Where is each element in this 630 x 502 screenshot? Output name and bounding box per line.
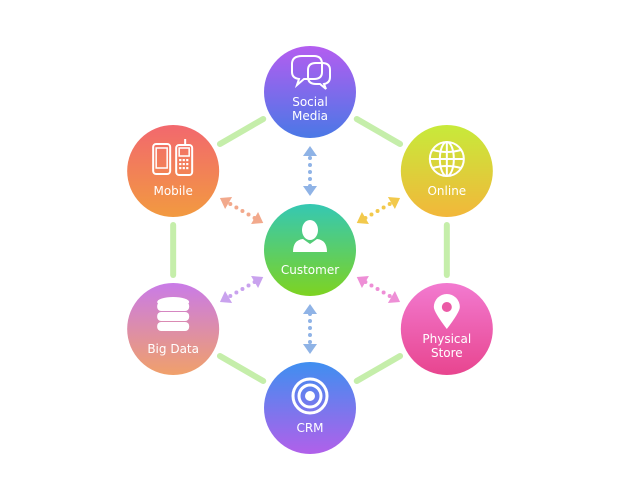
arrow-head — [356, 275, 369, 289]
arrow-head — [356, 211, 369, 225]
node-label: Big Data — [147, 342, 199, 356]
node-label: Customer — [281, 263, 339, 277]
ring-segment — [353, 353, 404, 384]
node-label: Online — [427, 184, 466, 198]
node-big-data: Big Data — [127, 283, 220, 375]
arrow-layer — [219, 146, 401, 354]
ring-segment — [353, 116, 404, 147]
connection-arrow-physical-store — [356, 275, 401, 304]
node-label: Physical — [422, 332, 471, 346]
node-mobile: Mobile — [127, 125, 220, 217]
node-label: Media — [292, 109, 328, 123]
ring-segment — [216, 353, 267, 384]
node-label: Social — [292, 95, 328, 109]
arrow-head — [387, 290, 401, 304]
arrow-head — [251, 211, 264, 225]
ring-segment — [216, 116, 267, 147]
node-label: Mobile — [153, 184, 192, 198]
ring-layer — [170, 116, 450, 384]
arrow-head — [303, 186, 317, 196]
connection-arrow-social-media — [303, 146, 317, 196]
node-online: Online — [400, 125, 493, 217]
globe-icon — [428, 141, 465, 177]
node-label: Store — [431, 346, 463, 360]
person-icon — [293, 220, 327, 252]
location-pin-icon — [433, 294, 460, 329]
node-customer: Customer — [264, 204, 356, 296]
target-icon — [291, 377, 329, 415]
arrow-head — [251, 275, 264, 289]
connection-arrow-mobile — [219, 196, 264, 225]
database-icon — [157, 297, 190, 331]
connection-arrow-crm — [303, 304, 317, 354]
arrow-head — [303, 146, 317, 156]
arrow-head — [303, 344, 317, 354]
connection-arrow-online — [356, 196, 401, 225]
connection-arrow-big-data — [219, 275, 264, 304]
speech-bubbles-icon — [291, 55, 331, 90]
arrow-head — [387, 196, 401, 210]
node-circle — [264, 46, 356, 138]
arrow-head — [303, 304, 317, 314]
phones-icon — [152, 139, 194, 176]
arrow-head — [219, 196, 233, 210]
node-crm: CRM — [264, 362, 356, 454]
arrow-head — [219, 290, 233, 304]
node-circle — [127, 125, 220, 217]
node-label: CRM — [296, 421, 323, 435]
